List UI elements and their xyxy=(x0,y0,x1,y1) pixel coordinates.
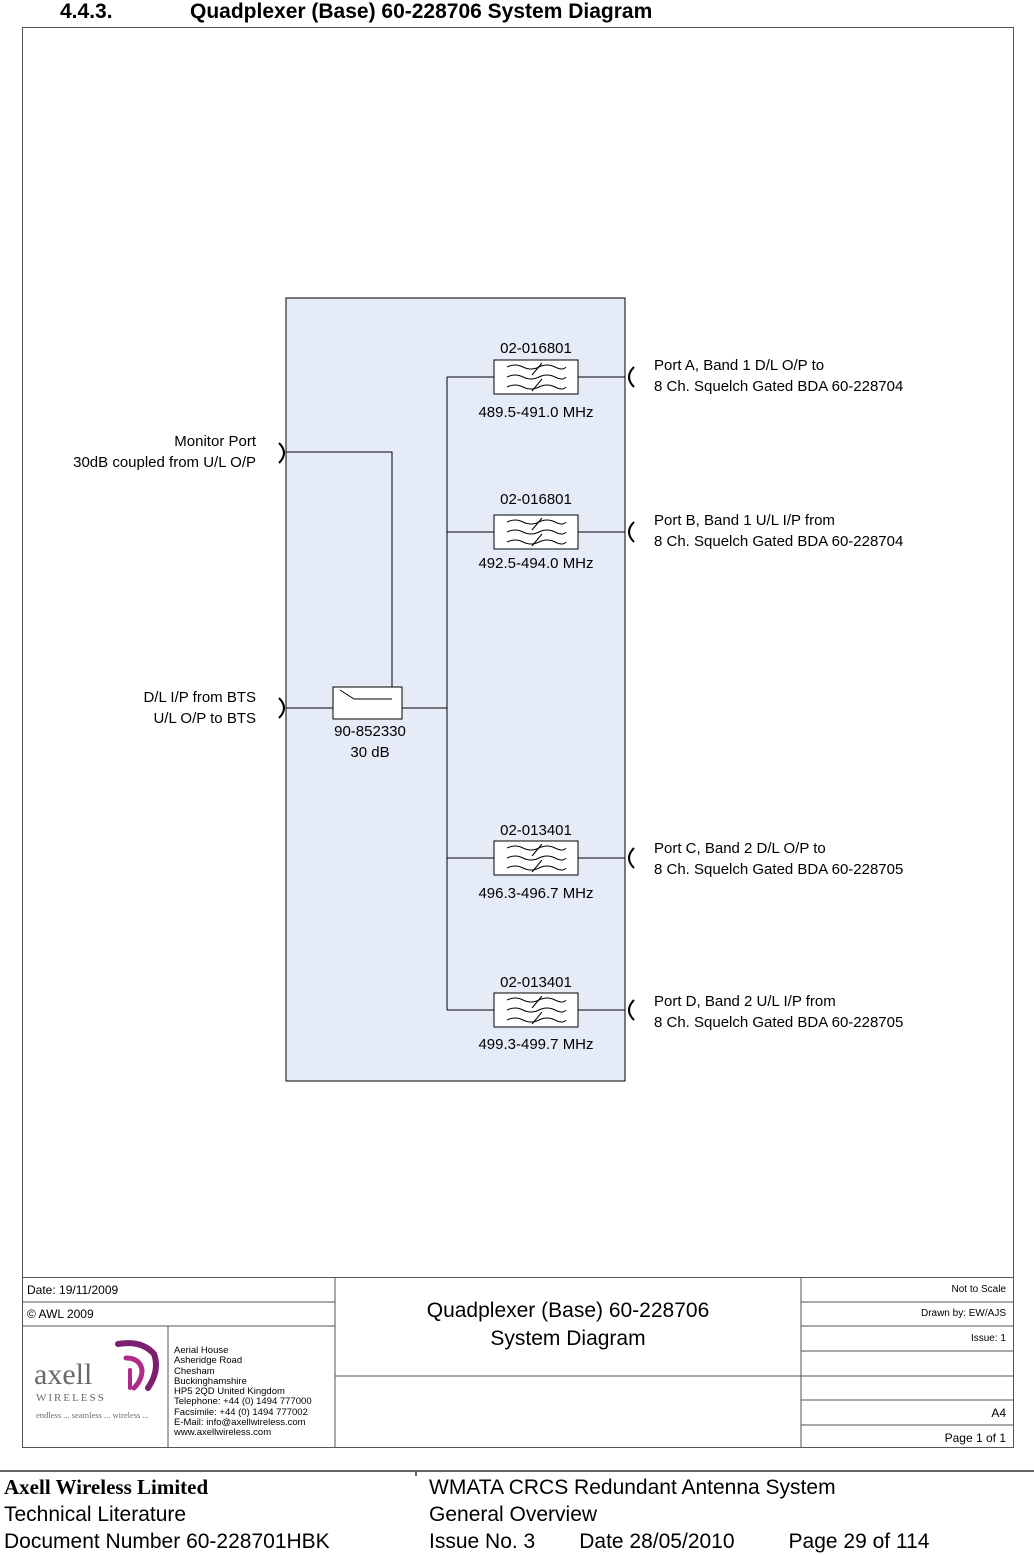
coupler-symbol xyxy=(339,689,392,700)
filter-1-wave xyxy=(506,384,567,390)
address-line: Buckinghamshire xyxy=(174,1375,247,1387)
tb-issue: Issue: 1 xyxy=(970,1333,1006,1344)
address-line: Facsimile: +44 (0) 1494 777002 xyxy=(174,1406,308,1418)
footer-left: Axell Wireless Limited Technical Literat… xyxy=(4,1474,330,1555)
port-4-connector xyxy=(628,999,635,1021)
filter-1-slash xyxy=(531,362,543,376)
footer-overview: General Overview xyxy=(429,1503,598,1526)
port-d-label: Port D, Band 2 U/L I/P from 8 Ch. Squelc… xyxy=(654,991,903,1033)
tb-page: Page 1 of 1 xyxy=(944,1431,1006,1445)
port-3-connector xyxy=(628,847,635,869)
tb-copyright: © AWL 2009 xyxy=(27,1307,94,1321)
filter-2-wave xyxy=(506,539,567,545)
port-2-connector xyxy=(628,521,635,543)
bts-port-line1: D/L I/P from BTS xyxy=(143,689,256,706)
filter-2-slash xyxy=(531,517,543,531)
filter-3-wave xyxy=(506,855,567,861)
address-line: Telephone: +44 (0) 1494 777000 xyxy=(174,1396,312,1408)
logo-sub: WIRELESS xyxy=(36,1392,106,1404)
port-b-line1: Port B, Band 1 U/L I/P from xyxy=(654,512,835,529)
tb-date: Date: 19/11/2009 xyxy=(27,1283,119,1297)
port-a-label: Port A, Band 1 D/L O/P to 8 Ch. Squelch … xyxy=(654,355,903,397)
axell-logo-mark xyxy=(115,1340,159,1391)
filter-4-wave xyxy=(506,1017,567,1023)
monitor-line xyxy=(286,451,393,687)
tb-title: Quadplexer (Base) 60-228706 System Diagr… xyxy=(335,1297,801,1353)
footer-right: WMATA CRCS Redundant Antenna System Gene… xyxy=(429,1474,929,1555)
tb-title-line1: Quadplexer (Base) 60-228706 xyxy=(426,1299,710,1322)
bts-port-line2: U/L O/P to BTS xyxy=(153,710,256,727)
filter-3-freq: 496.3-496.7 MHz xyxy=(478,885,594,902)
address-line: www.axellwireless.com xyxy=(174,1427,272,1439)
filter-2-slash xyxy=(531,533,543,547)
monitor-port-label: Monitor Port 30dB coupled from U/L O/P xyxy=(73,431,256,473)
company-address: Aerial House Asheridge Road Chesham Buck… xyxy=(174,1345,312,1439)
port-1-connector xyxy=(628,366,635,388)
filter-2-freq: 492.5-494.0 MHz xyxy=(478,555,594,572)
footer-issue: Issue No. 3 xyxy=(429,1530,536,1553)
bts-port-label: D/L I/P from BTS U/L O/P to BTS xyxy=(143,687,256,729)
address-line: Aerial House xyxy=(174,1345,229,1356)
port-c-label: Port C, Band 2 D/L O/P to 8 Ch. Squelch … xyxy=(654,838,903,880)
filter-4-wave xyxy=(506,1007,567,1013)
filter-4-part: 02-013401 xyxy=(500,974,572,991)
filter-1-freq: 489.5-491.0 MHz xyxy=(478,404,594,421)
tb-not-to-scale: Not to Scale xyxy=(951,1284,1006,1295)
port-c-line2: 8 Ch. Squelch Gated BDA 60-228705 xyxy=(654,861,904,878)
filter-4-slash xyxy=(531,1011,543,1025)
filter-1-wave xyxy=(506,374,567,380)
port-d-line2: 8 Ch. Squelch Gated BDA 60-228705 xyxy=(654,1014,904,1031)
filter-1-part: 02-016801 xyxy=(500,340,572,357)
footer-date: Date 28/05/2010 xyxy=(579,1530,735,1553)
tb-drawn-by: Drawn by: EW/AJS xyxy=(920,1308,1006,1319)
coupler-value: 30 dB xyxy=(350,744,390,761)
axell-logo: axell WIRELESS endless ... seamless ... … xyxy=(30,1336,164,1426)
port-c-line1: Port C, Band 2 D/L O/P to xyxy=(654,840,826,857)
coupler-part: 90-852330 xyxy=(334,723,406,740)
filter-3-slash xyxy=(531,843,543,857)
footer-document-number: Document Number 60-228701HBK xyxy=(4,1530,330,1553)
filter-3-slash xyxy=(531,859,543,873)
footer-issue-line: Issue No. 3 Date 28/05/2010 Page 29 of 114 xyxy=(429,1528,929,1555)
port-a-line2: 8 Ch. Squelch Gated BDA 60-228704 xyxy=(654,378,904,395)
monitor-port-line2: 30dB coupled from U/L O/P xyxy=(73,454,256,471)
title-block xyxy=(22,1277,1014,1448)
footer-rule xyxy=(0,1470,1034,1472)
filter-3-part: 02-013401 xyxy=(500,822,572,839)
section-heading: 4.4.3. Quadplexer (Base) 60-228706 System… xyxy=(60,0,652,24)
section-title: Quadplexer (Base) 60-228706 System Diagr… xyxy=(190,0,653,23)
logo-tagline: endless ... seamless ... wireless ... xyxy=(36,1410,149,1420)
filter-1-slash xyxy=(531,378,543,392)
address-line: Chesham xyxy=(174,1365,215,1377)
tb-title-line2: System Diagram xyxy=(490,1327,646,1350)
filter-4-freq: 499.3-499.7 MHz xyxy=(478,1036,594,1053)
filter-2-part: 02-016801 xyxy=(500,491,572,508)
footer-page: Page 29 of 114 xyxy=(788,1530,930,1553)
section-number: 4.4.3. xyxy=(60,0,113,23)
monitor-port-connector xyxy=(278,442,285,464)
address-line: HP5 2QD United Kingdom xyxy=(174,1386,285,1398)
logo-name: axell xyxy=(34,1358,93,1391)
coupler-label: 90-852330 30 dB xyxy=(318,721,422,763)
filter-2-wave xyxy=(506,529,567,535)
port-b-label: Port B, Band 1 U/L I/P from 8 Ch. Squelc… xyxy=(654,510,903,552)
tb-size: A4 xyxy=(991,1406,1006,1420)
footer-company: Axell Wireless Limited xyxy=(4,1475,209,1499)
port-b-line2: 8 Ch. Squelch Gated BDA 60-228704 xyxy=(654,533,904,550)
footer-literature: Technical Literature xyxy=(4,1503,187,1526)
filter-4-slash xyxy=(531,995,543,1009)
filter-3-wave xyxy=(506,865,567,871)
address-line: Asheridge Road xyxy=(174,1355,243,1367)
address-line: E-Mail: info@axellwireless.com xyxy=(174,1417,306,1429)
port-d-line1: Port D, Band 2 U/L I/P from xyxy=(654,993,836,1010)
footer-system: WMATA CRCS Redundant Antenna System xyxy=(429,1476,836,1499)
monitor-port-line1: Monitor Port xyxy=(174,433,256,450)
footer-rule-tick xyxy=(415,1470,417,1476)
bts-port-connector xyxy=(278,697,285,719)
port-a-line1: Port A, Band 1 D/L O/P to xyxy=(654,357,825,374)
